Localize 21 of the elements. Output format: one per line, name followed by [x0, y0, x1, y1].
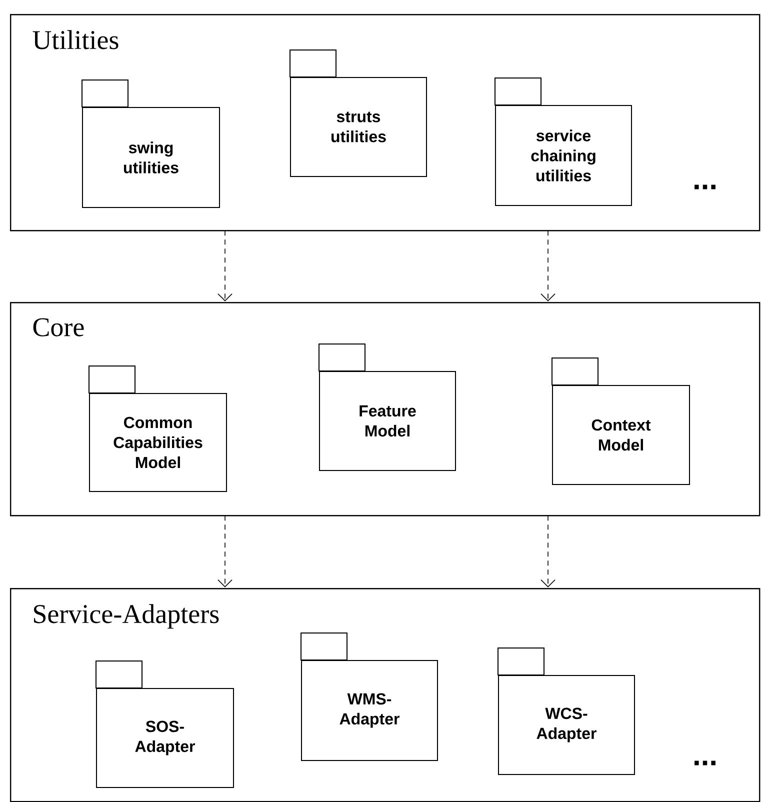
package-box: struts utilities — [290, 50, 427, 177]
dependency-arrow — [540, 515, 556, 588]
package-box: Context Model — [552, 358, 690, 485]
layer-title: Utilities — [32, 30, 118, 50]
layer-title: Service-Adapters — [34, 604, 219, 629]
dependency-arrow — [218, 230, 232, 302]
package-box: service chaining utilities — [494, 78, 632, 206]
package-box: swing utilities — [82, 80, 220, 208]
ellipsis: ... — [694, 760, 716, 766]
package-box: Common Capabilities Model — [88, 366, 227, 492]
layer-frame — [10, 302, 760, 516]
package-box: WCS-Adapter — [498, 648, 635, 775]
package-box: WMS-Adapter — [300, 632, 438, 761]
package-box: SOS-Adapter — [96, 660, 234, 788]
ellipsis: ... — [694, 184, 716, 190]
layer-title: Core — [33, 318, 84, 336]
package-box: Feature Model — [318, 344, 456, 471]
layer-frame — [10, 14, 760, 232]
dependency-arrow — [540, 230, 556, 302]
layer-frame — [10, 588, 760, 802]
dependency-arrow — [218, 515, 232, 588]
